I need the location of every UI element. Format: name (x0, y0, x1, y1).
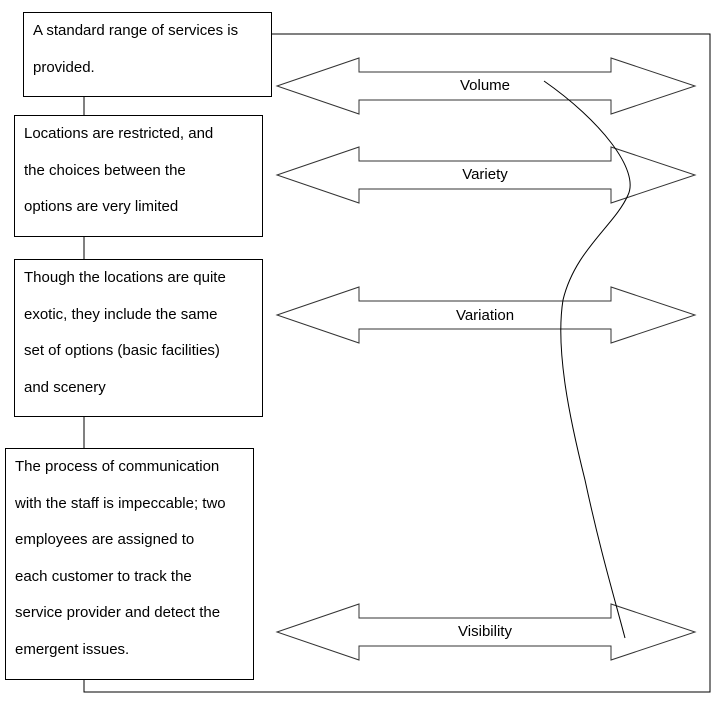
double-arrow-visibility (275, 603, 697, 661)
box-text-line: set of options (basic facilities) (24, 342, 220, 359)
profile-curve (543, 80, 631, 639)
double-arrow-variety (275, 146, 697, 204)
box-text-line: The process of communication (15, 458, 220, 475)
box-exotic-locations: Though the locations are quite exotic, t… (14, 259, 263, 417)
arrow-label-volume: Volume (459, 77, 511, 94)
box-text-line: exotic, they include the same (24, 305, 218, 323)
box-text-line: emergent issues. (15, 640, 130, 658)
box-text-line: Locations are restricted, and (24, 125, 214, 142)
arrow-label-variation: Variation (455, 307, 515, 324)
box-text-line: with the staff is impeccable; two (15, 494, 226, 512)
box-text-line: options are very limited (24, 198, 179, 215)
double-arrow-variation (275, 286, 697, 344)
box-text-line: Though the locations are quite (24, 269, 226, 286)
box-text-line: each customer to track the (15, 567, 192, 585)
arrow-label-variety: Variety (462, 166, 508, 183)
frame-top-edge (83, 33, 711, 693)
box-text-line: A standard range of services is (33, 22, 239, 39)
box-communication-process: The process of communication with the st… (5, 448, 254, 680)
box-text-line: employees are assigned to (15, 531, 195, 548)
box-text-line: the choices between the (24, 161, 186, 179)
box-standard-range: A standard range of services is provided… (23, 12, 272, 97)
box-text-line: and scenery (24, 378, 106, 396)
box-text-line: provided. (33, 58, 95, 76)
arrow-label-visibility: Visibility (458, 623, 512, 640)
double-arrow-volume (275, 57, 697, 115)
box-text-line: service provider and detect the (15, 604, 221, 621)
box-locations-restricted: Locations are restricted, and the choice… (14, 115, 263, 237)
